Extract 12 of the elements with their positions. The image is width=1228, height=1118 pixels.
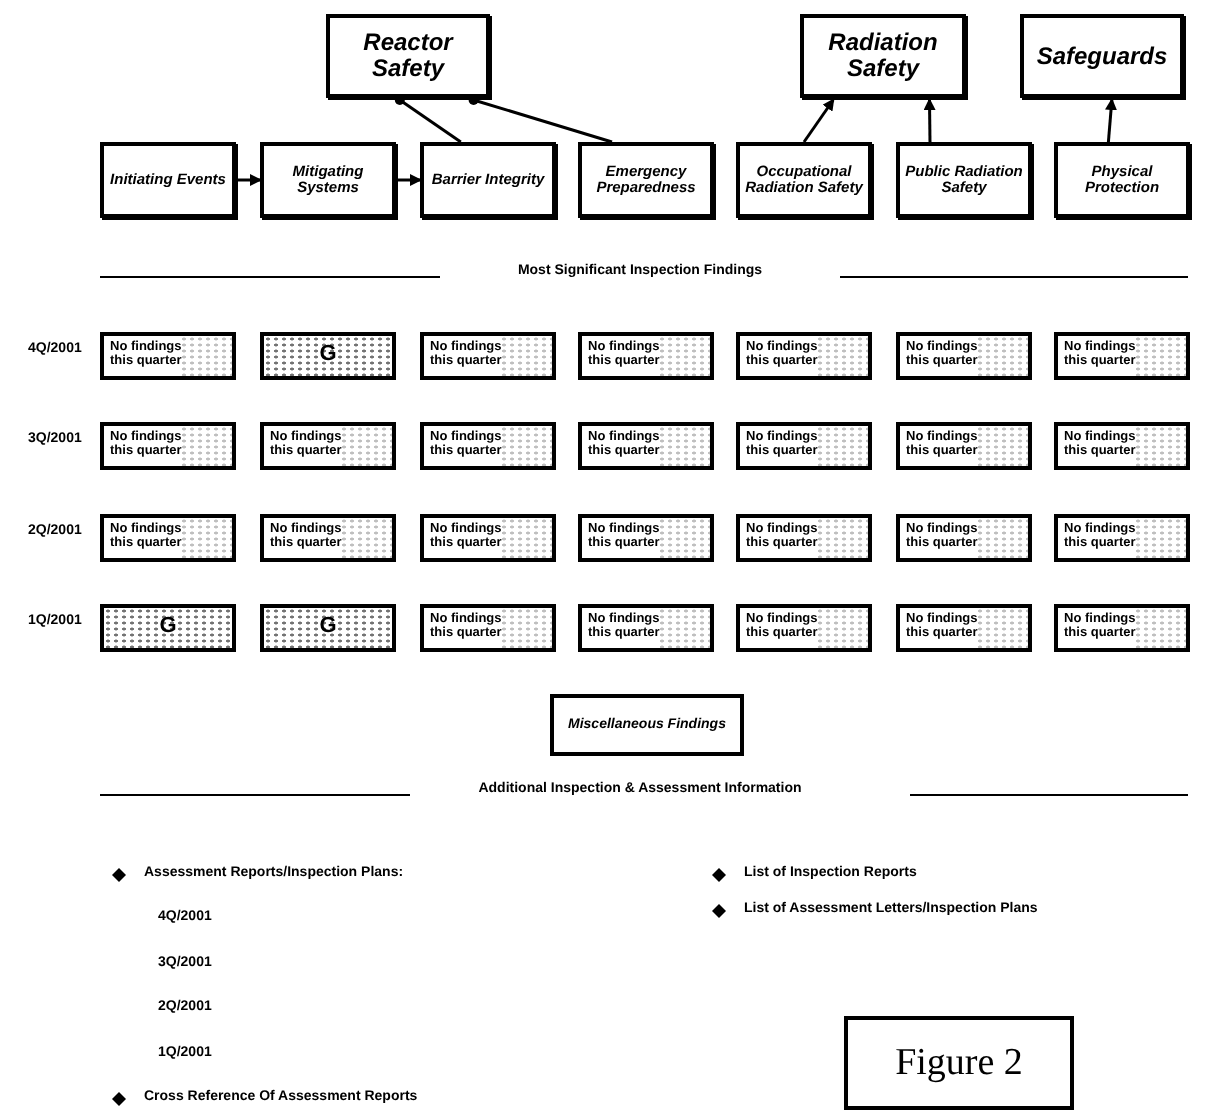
connector-arrow [923,98,936,142]
finding-cell: G [100,604,236,652]
connector-arrow [802,98,835,143]
figure-label-box: Figure 2 [844,1016,1074,1110]
connector-arrow [396,174,422,186]
category-box: Safeguards [1020,14,1184,98]
connector-arrow [1105,98,1117,143]
finding-cell: G [260,604,396,652]
category-box: Radiation Safety [800,14,966,98]
connector-arrow [236,174,262,186]
finding-cell: G [260,332,396,380]
category-box: Reactor Safety [326,14,490,98]
